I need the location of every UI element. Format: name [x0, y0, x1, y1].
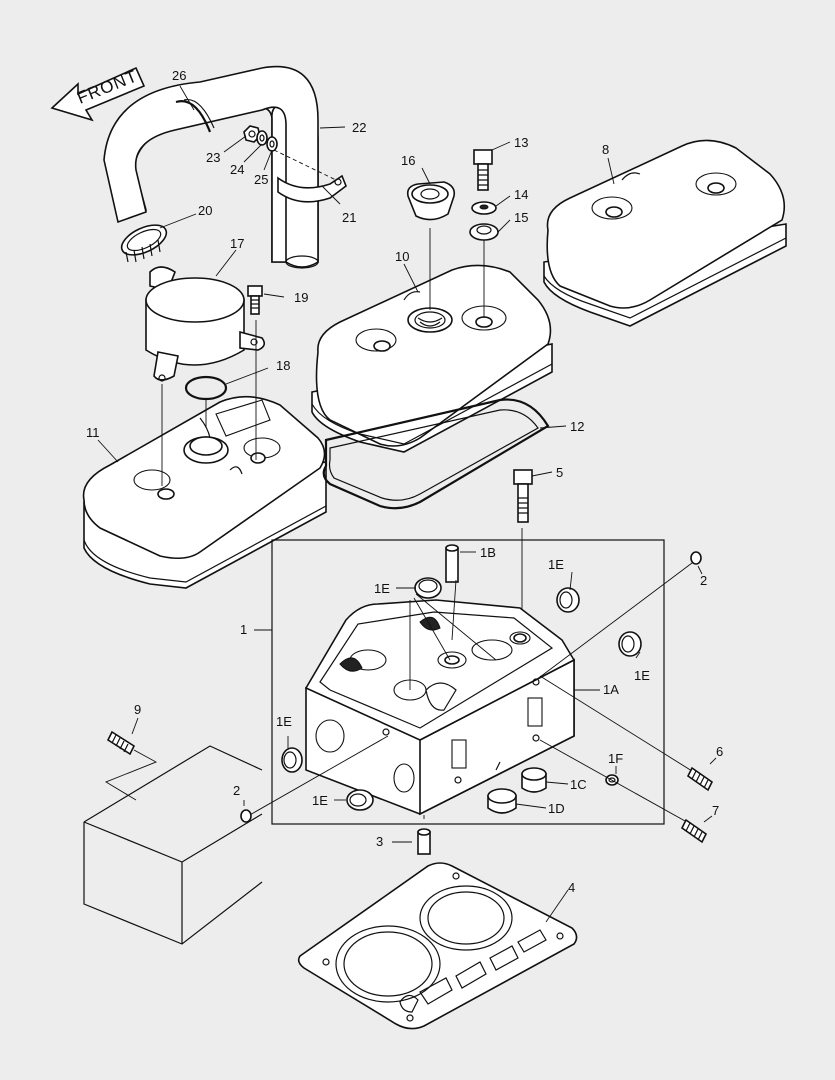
callout-11: 11	[86, 425, 100, 440]
dowel-3	[417, 828, 431, 855]
callout-1B: 1B	[480, 545, 496, 560]
callout-1E-top: 1E	[374, 581, 390, 596]
rocker-cover-11	[82, 395, 327, 589]
plug-2-right	[690, 551, 702, 565]
callout-2-right: 2	[700, 573, 707, 588]
stud-8	[104, 730, 158, 801]
callout-21: 21	[342, 210, 356, 225]
callout-14: 14	[514, 187, 528, 202]
rocker-cover-10	[311, 264, 553, 453]
dowel-1B	[445, 544, 459, 583]
callout-1C: 1C	[570, 777, 587, 792]
callout-labels: 26 22 23 24 25 21 20 17 19 18 11 10 16 1…	[86, 68, 723, 895]
cylinder-head	[304, 599, 576, 816]
callout-10: 10	[395, 249, 409, 264]
internal-leaders	[247, 559, 701, 827]
cup-plug-1C	[521, 767, 547, 793]
callout-17: 17	[230, 236, 244, 251]
rocker-cover-9	[543, 139, 787, 327]
head-gasket-4	[297, 862, 578, 1030]
stud-6	[686, 766, 714, 792]
hose-clamp-26	[175, 98, 215, 133]
callout-26: 26	[172, 68, 186, 83]
callout-1E-bottom: 1E	[312, 793, 328, 808]
oil-breather-17	[145, 266, 266, 382]
callout-3: 3	[376, 834, 383, 849]
bolt-19	[247, 285, 263, 315]
callout-4: 4	[568, 880, 575, 895]
callout-24: 24	[230, 162, 244, 177]
plug-1E-left	[281, 747, 303, 773]
callout-5: 5	[556, 465, 563, 480]
callout-15: 15	[514, 210, 528, 225]
cup-plug-1D	[487, 788, 517, 814]
callout-1F: 1F	[608, 751, 623, 766]
plug-1E-right-top	[556, 587, 580, 613]
callout-13: 13	[514, 135, 528, 150]
hose-bracket-21	[273, 149, 347, 203]
callout-2-left: 2	[233, 783, 240, 798]
callout-6: 6	[716, 744, 723, 759]
plug-1E-top	[414, 577, 442, 599]
plug-2-left	[240, 809, 252, 823]
plug-1E-bottom	[346, 789, 374, 811]
callout-1E-right-top: 1E	[548, 557, 564, 572]
callout-1D: 1D	[548, 801, 565, 816]
callout-20: 20	[198, 203, 212, 218]
assembly-box-1	[271, 539, 665, 825]
callout-23: 23	[206, 150, 220, 165]
callout-16: 16	[401, 153, 415, 168]
o-ring-18	[184, 375, 228, 401]
callout-22: 22	[352, 120, 366, 135]
nut-23	[243, 125, 261, 143]
hose-clamp-20	[120, 224, 168, 263]
callout-25: 25	[254, 172, 268, 187]
callout-18: 18	[276, 358, 290, 373]
callout-leaders	[97, 85, 717, 923]
callout-9: 8	[602, 142, 609, 157]
callout-7: 7	[712, 803, 719, 818]
bolt-5	[513, 469, 533, 523]
filler-cap-16	[406, 181, 456, 221]
callout-19: 19	[294, 290, 308, 305]
callout-1A: 1A	[603, 682, 619, 697]
breather-hose	[103, 65, 319, 269]
callout-12: 12	[570, 419, 584, 434]
washer-24	[256, 130, 268, 146]
callout-1E-right: 1E	[634, 668, 650, 683]
gasket-12	[322, 398, 550, 510]
plug-1E-right	[618, 631, 642, 657]
callout-1E-left: 1E	[276, 714, 292, 729]
callout-8: 9	[134, 702, 141, 717]
engine-block-outline	[83, 745, 263, 945]
washer-25	[266, 136, 278, 152]
washer-14	[471, 201, 497, 215]
bolt-13	[473, 149, 493, 191]
callout-1: 1	[240, 622, 247, 637]
seal-washer-15	[469, 223, 499, 241]
stud-7	[680, 818, 708, 844]
